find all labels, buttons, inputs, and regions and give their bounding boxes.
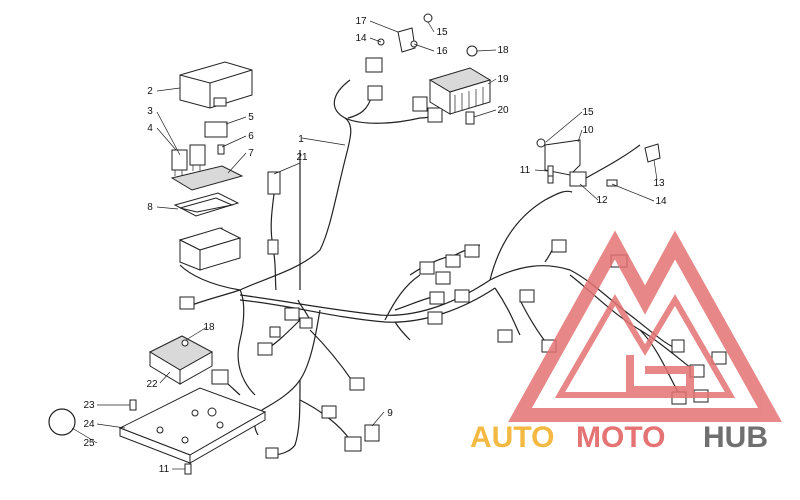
callout-13: 13 — [653, 178, 665, 189]
screw-20 — [465, 111, 475, 125]
callout-6: 6 — [248, 131, 254, 142]
screw-11-right — [547, 165, 554, 177]
watermark-moto: MOTO — [576, 421, 665, 454]
callout-21: 21 — [296, 152, 308, 163]
callout-2: 2 — [147, 86, 153, 97]
callout-10: 10 — [582, 125, 594, 136]
callout-4: 4 — [147, 123, 153, 134]
callout-11a: 11 — [520, 165, 531, 176]
voltage-regulator — [428, 67, 492, 115]
callout-15a: 15 — [436, 27, 448, 38]
callout-3: 3 — [147, 106, 153, 117]
callout-16: 16 — [436, 46, 448, 57]
callout-25: 25 — [83, 438, 95, 449]
screw-11-bottom — [184, 463, 192, 475]
ecu-module — [148, 335, 214, 385]
relays — [171, 121, 228, 176]
logo-triangle-inner — [554, 294, 736, 398]
automotohub-wordmark: AUTO MOTO HUB — [470, 421, 768, 454]
fuse-block — [170, 165, 244, 271]
mounting-plate — [118, 387, 267, 464]
logo-g-mark — [626, 355, 694, 394]
callout-24: 24 — [83, 419, 95, 430]
callout-23: 23 — [83, 400, 95, 411]
callout-22: 22 — [146, 379, 158, 390]
screw-23 — [129, 399, 137, 411]
callout-14a: 14 — [355, 33, 367, 44]
callout-7: 7 — [248, 148, 254, 159]
callout-11b: 11 — [159, 464, 170, 475]
leader-lines — [71, 20, 658, 470]
callout-15b: 15 — [582, 107, 594, 118]
watermark-hub: HUB — [703, 421, 768, 454]
automotohub-logo — [508, 230, 782, 422]
rear-bracket — [536, 138, 661, 187]
callout-18b: 18 — [203, 322, 215, 333]
callout-labels: 1 2 3 4 5 6 7 8 9 10 11 11 12 13 14 14 1… — [83, 16, 667, 475]
mid-connectors — [179, 239, 628, 459]
top-connectors — [365, 57, 443, 123]
relay-cover — [179, 61, 253, 109]
callout-8: 8 — [147, 202, 153, 213]
callout-19: 19 — [497, 74, 509, 85]
sensor-part-21 — [267, 171, 281, 291]
callout-17: 17 — [355, 16, 367, 27]
callout-12: 12 — [596, 195, 608, 206]
logo-triangle-outer — [508, 230, 782, 422]
nut-18-top — [466, 45, 478, 57]
callout-14b: 14 — [655, 196, 667, 207]
callout-1: 1 — [298, 134, 304, 145]
clip-25 — [48, 408, 76, 436]
bracket-16 — [377, 13, 433, 53]
callout-18a: 18 — [497, 45, 509, 56]
callout-9: 9 — [387, 408, 393, 419]
callout-5: 5 — [248, 112, 254, 123]
watermark-auto: AUTO — [470, 421, 554, 454]
callout-20: 20 — [497, 105, 509, 116]
